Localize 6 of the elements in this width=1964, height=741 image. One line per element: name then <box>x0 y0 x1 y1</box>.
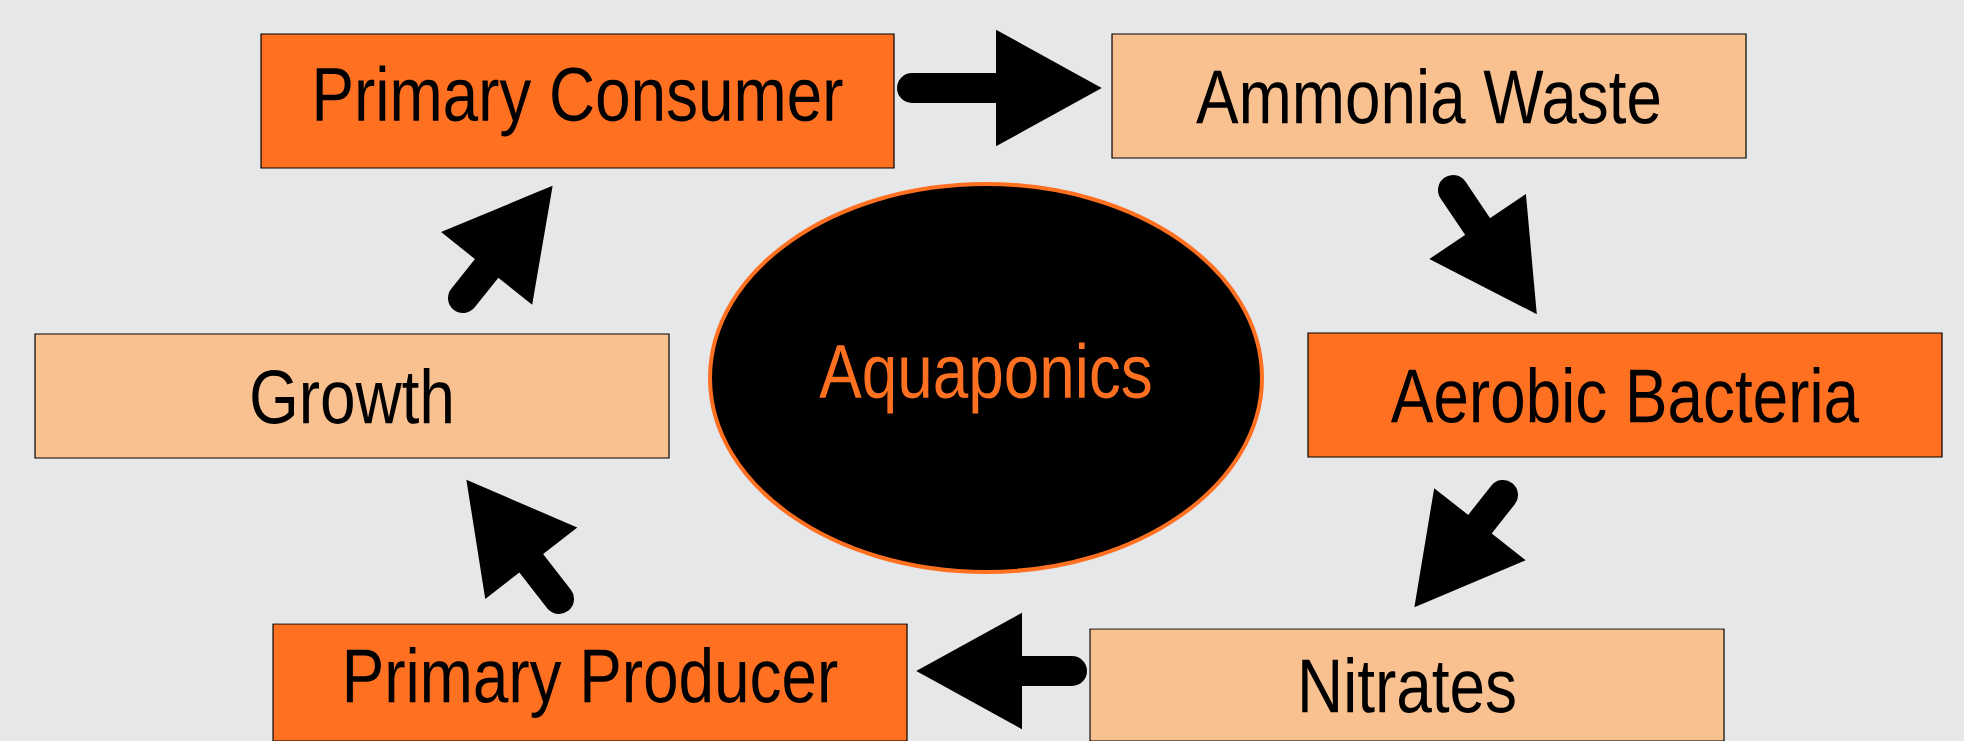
process-box: Nitrates <box>1089 628 1725 741</box>
process-box: Growth <box>34 333 670 459</box>
process-box: Primary Producer <box>272 623 908 741</box>
process-box: Primary Consumer <box>260 33 895 169</box>
process-box: Aerobic Bacteria <box>1307 332 1943 458</box>
process-box: Ammonia Waste <box>1111 33 1747 159</box>
